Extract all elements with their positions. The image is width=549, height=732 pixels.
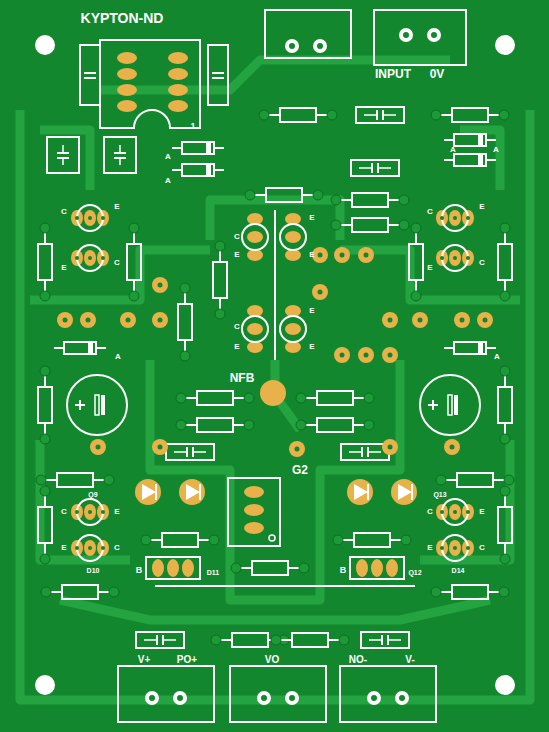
board-title: KYPTON-ND — [81, 11, 164, 25]
silk-label: E — [427, 544, 432, 552]
silk-label: B — [340, 566, 347, 575]
silk-label: 1 — [190, 122, 195, 131]
mounting-holes — [35, 35, 515, 695]
silk-label: D14 — [452, 567, 465, 574]
bias-transistor-footprints — [146, 557, 415, 586]
ic-footprint — [100, 40, 200, 128]
silk-label: A — [494, 353, 500, 361]
silk-label: E — [479, 508, 484, 516]
silk-label: C — [427, 208, 433, 216]
nfb-pad — [260, 380, 286, 406]
silk-label: C — [479, 259, 485, 267]
silk-label: D10 — [87, 567, 100, 574]
led-footprints — [135, 479, 417, 505]
silk-label: E — [427, 264, 432, 272]
silk-label: NFB — [230, 372, 255, 384]
power-terminal — [367, 691, 409, 705]
silk-label: G2 — [292, 464, 308, 476]
silk-label: C — [234, 233, 240, 241]
silk-label: A — [165, 177, 171, 185]
silk-label: V+ — [138, 655, 151, 665]
silk-label: E — [61, 544, 66, 552]
silk-label: A — [493, 146, 499, 154]
terminal-blocks — [118, 10, 466, 722]
trimmer-footprint — [228, 478, 280, 546]
silk-label: C — [427, 508, 433, 516]
silk-label: A — [115, 353, 121, 361]
silk-label: C — [61, 208, 67, 216]
silk-label: B — [136, 566, 143, 575]
silk-label: C — [114, 259, 120, 267]
silk-line — [274, 210, 276, 360]
silk-label: E — [309, 307, 314, 315]
silk-label: E — [114, 203, 119, 211]
silk-label: E — [309, 251, 314, 259]
power-terminal — [145, 691, 187, 705]
resistor-symbols — [36, 108, 514, 647]
silk-label: Q12 — [408, 569, 421, 576]
silk-label: A — [165, 153, 171, 161]
silk-label: E — [234, 251, 239, 259]
silk-label: PO+ — [177, 655, 197, 665]
silk-label: Q9 — [88, 491, 97, 498]
silk-label: C — [234, 323, 240, 331]
silk-label: Q13 — [433, 491, 446, 498]
electrolytic-capacitor — [420, 375, 480, 435]
silk-label: C — [61, 508, 67, 516]
output-terminal — [257, 691, 299, 705]
bypass-capacitors — [80, 45, 228, 105]
silk-label: D11 — [207, 569, 219, 576]
silk-label: INPUT — [375, 68, 411, 80]
electrolytic-capacitor — [67, 375, 127, 435]
silk-label: VO — [265, 655, 279, 665]
silk-label: C — [114, 544, 120, 552]
silk-label: V- — [405, 655, 414, 665]
silk-label: E — [309, 214, 314, 222]
silk-label: A — [450, 146, 456, 154]
silk-label: E — [61, 264, 66, 272]
capacitor-symbol — [104, 137, 136, 173]
pads — [57, 247, 493, 457]
silk-label: NO- — [349, 655, 367, 665]
silk-label: E — [114, 508, 119, 516]
copper-traces — [20, 60, 530, 700]
input-terminal — [285, 39, 327, 53]
silk-label: C — [479, 544, 485, 552]
transistor-footprints — [71, 205, 474, 561]
input-terminal — [399, 28, 441, 42]
silk-label: E — [234, 343, 239, 351]
capacitor-symbol — [47, 137, 79, 173]
silk-label: E — [309, 343, 314, 351]
silk-label: 0V — [430, 68, 445, 80]
capacitor-symbols — [136, 107, 409, 648]
silk-label: E — [479, 203, 484, 211]
